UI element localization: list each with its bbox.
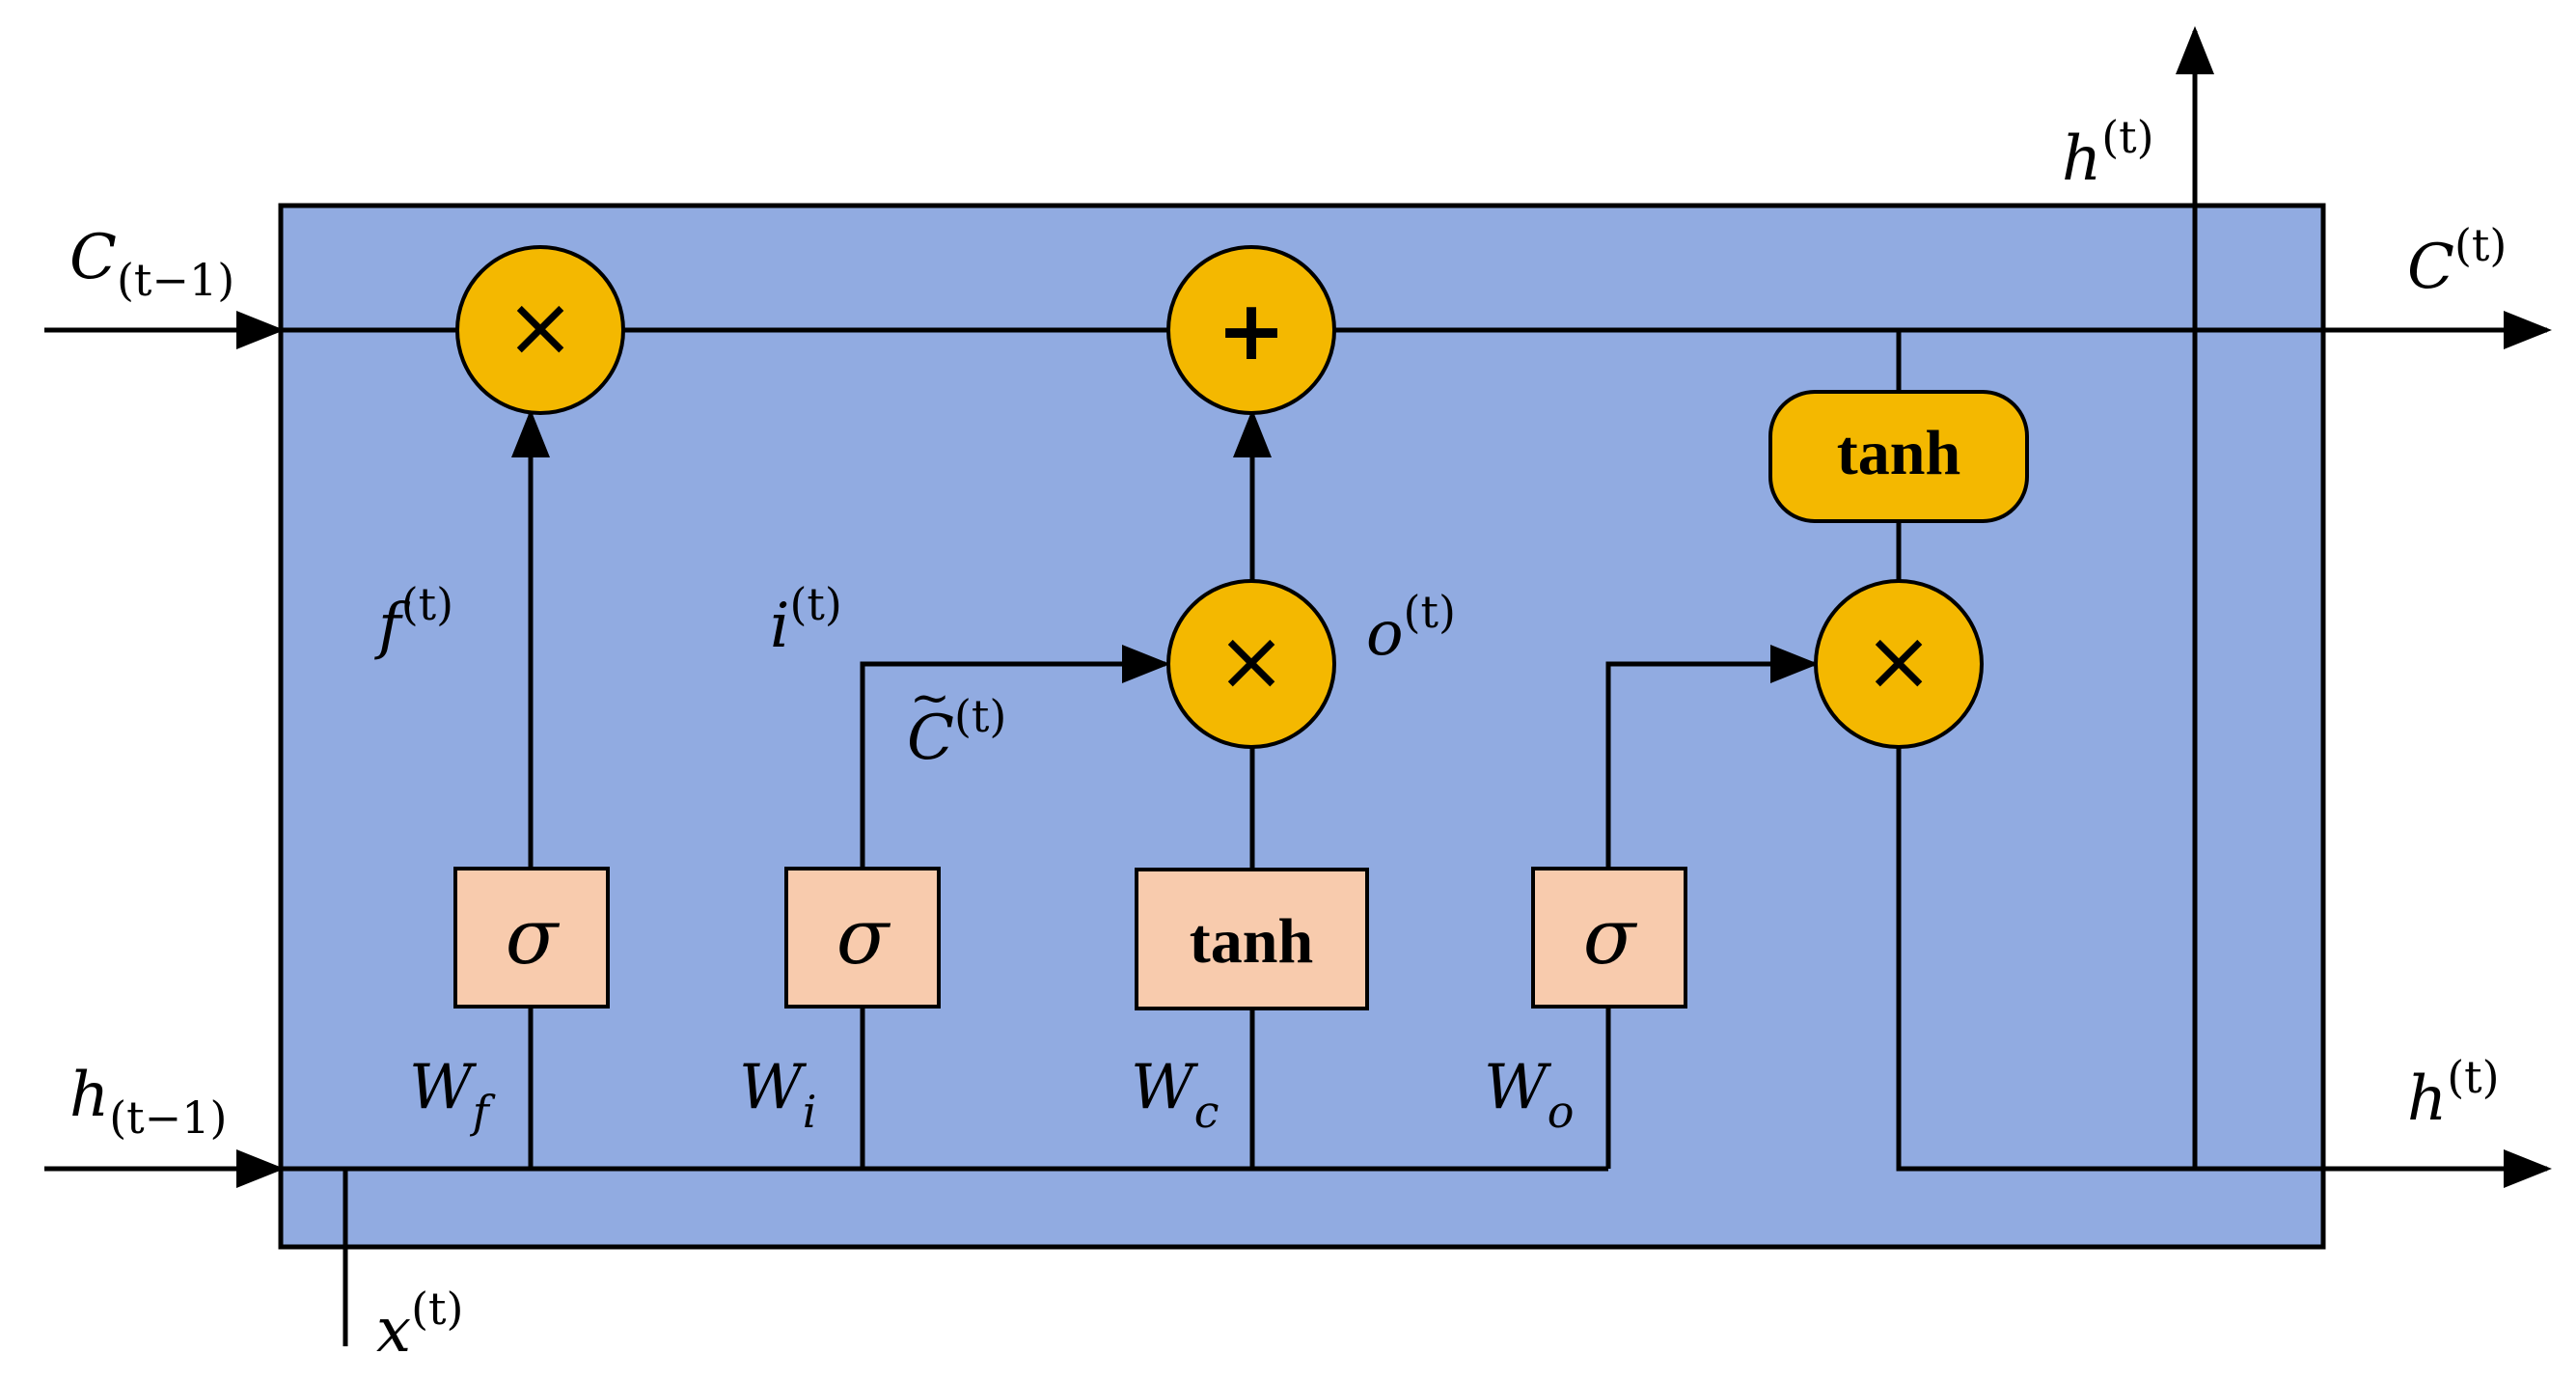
output-multiply-operator: × [1814,579,1984,749]
cell-add-operator: + [1166,245,1336,415]
cell-tanh-label: tanh [1837,418,1960,488]
forget-multiply-symbol: × [506,279,575,375]
cell-tanh-block: tanh [1768,390,2029,523]
label-c-t: C(t) [2407,219,2507,303]
label-w-o: Wo [1484,1052,1574,1138]
label-c-tilde-t: C(t) [907,690,1006,774]
output-gate-box: σ [1531,867,1687,1009]
hidden-state-output-wire [1896,748,2195,1172]
label-w-i: Wi [739,1052,817,1138]
label-h-t-top: h(t) [2062,111,2154,195]
candidate-gate-symbol: tanh [1190,906,1313,977]
forget-multiply-operator: × [455,245,625,415]
cell-add-symbol: + [1217,283,1286,379]
output-multiply-symbol: × [1864,613,1933,709]
input-multiply-operator: × [1166,579,1336,749]
forget-gate-symbol: σ [506,892,561,981]
label-h-prev: h(t−1) [69,1060,227,1144]
input-multiply-symbol: × [1217,613,1286,709]
input-gate-box: σ [784,867,941,1009]
label-c-tilde-accent: ~ [910,670,950,726]
input-gate-symbol: σ [836,892,891,981]
label-h-t-right: h(t) [2407,1051,2500,1135]
label-i-t: i(t) [770,578,842,662]
label-x-t: x(t) [376,1283,463,1367]
forget-gate-box: σ [453,867,610,1009]
output-gate-symbol: σ [1583,892,1638,981]
label-c-prev: C(t−1) [69,222,234,306]
candidate-gate-box: tanh [1135,868,1369,1010]
input-gate-output-wire [860,645,1170,869]
label-o-t: o(t) [1366,586,1456,670]
label-w-c: Wc [1131,1052,1219,1138]
output-gate-output-wire [1605,645,1819,869]
